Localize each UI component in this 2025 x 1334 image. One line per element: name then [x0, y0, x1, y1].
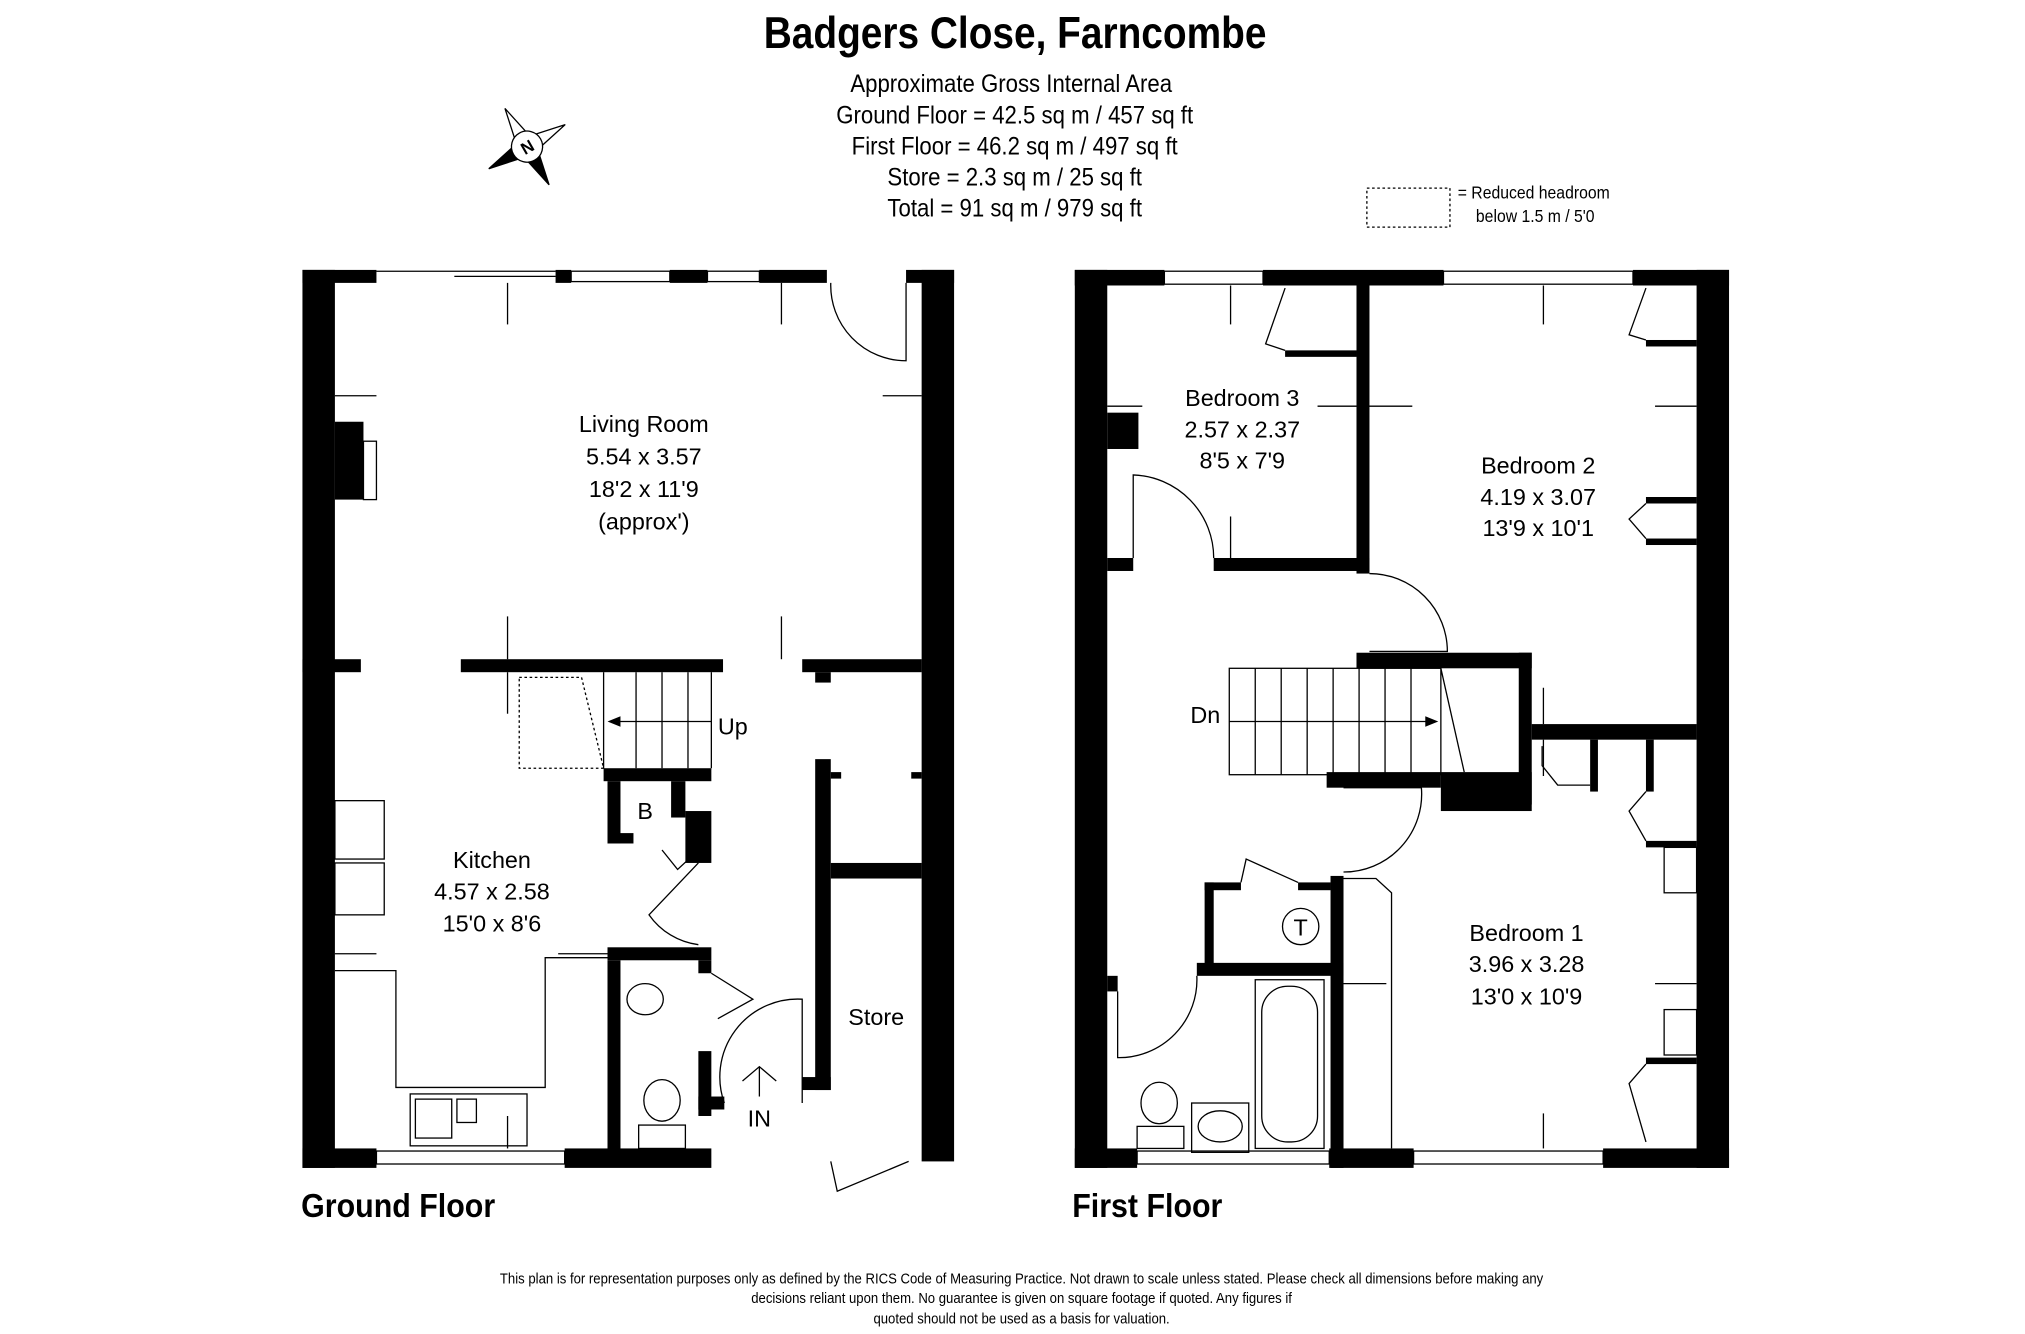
bedroom1-name: Bedroom 1 — [1469, 920, 1583, 946]
disclaimer-line-1: This plan is for representation purposes… — [500, 1270, 1543, 1287]
bedroom1-imperial: 13'0 x 10'9 — [1471, 983, 1583, 1009]
first-floor-label: First Floor — [1072, 1187, 1222, 1225]
ground-floor-plan: Up B IN Store — [302, 269, 955, 1193]
staircase-down: Dn — [1190, 667, 1465, 776]
legend-line-1: = Reduced headroom — [1458, 183, 1610, 203]
tank-label: T — [1294, 915, 1308, 941]
disclaimer: This plan is for representation purposes… — [500, 1270, 1543, 1327]
area-summary: Approximate Gross Internal Area Ground F… — [836, 70, 1193, 222]
living-room-note: (approx') — [598, 508, 689, 534]
living-room-metric: 5.54 x 3.57 — [586, 444, 702, 470]
disclaimer-line-2: decisions reliant upon them. No guarante… — [751, 1289, 1292, 1306]
legend-line-2: below 1.5 m / 5'0 — [1476, 206, 1595, 226]
bedroom1-metric: 3.96 x 3.28 — [1469, 951, 1585, 977]
staircase-up: Up — [518, 672, 748, 769]
bedroom3-name: Bedroom 3 — [1185, 385, 1299, 411]
bedroom2-name: Bedroom 2 — [1481, 453, 1595, 479]
boiler-label: B — [637, 798, 653, 824]
kitchen-imperial: 15'0 x 8'6 — [443, 911, 542, 937]
compass-rose-icon: N — [488, 107, 566, 186]
area-ground: Ground Floor = 42.5 sq m / 457 sq ft — [836, 101, 1193, 128]
bedroom3-imperial: 8'5 x 7'9 — [1199, 447, 1285, 473]
reduced-headroom-swatch — [1366, 187, 1451, 228]
kitchen-metric: 4.57 x 2.58 — [434, 878, 550, 904]
living-room-name: Living Room — [579, 411, 709, 437]
bedroom3-metric: 2.57 x 2.37 — [1184, 416, 1300, 442]
first-floor-plan: Dn T — [1074, 269, 1730, 1168]
bedroom2-imperial: 13'9 x 10'1 — [1482, 515, 1594, 541]
living-room-imperial: 18'2 x 11'9 — [589, 476, 699, 502]
stairs-down-label: Dn — [1190, 702, 1220, 728]
area-heading: Approximate Gross Internal Area — [850, 70, 1173, 97]
area-store: Store = 2.3 sq m / 25 sq ft — [887, 163, 1142, 190]
ground-floor-label: Ground Floor — [301, 1187, 495, 1225]
area-total: Total = 91 sq m / 979 sq ft — [887, 195, 1142, 222]
entrance-label: IN — [748, 1105, 771, 1131]
stairs-up-label: Up — [718, 713, 748, 739]
store-label: Store — [848, 1004, 904, 1030]
disclaimer-line-3: quoted should not be used as a basis for… — [873, 1310, 1169, 1327]
kitchen-name: Kitchen — [453, 847, 531, 873]
area-first: First Floor = 46.2 sq m / 497 sq ft — [852, 132, 1178, 159]
bedroom2-metric: 4.19 x 3.07 — [1480, 484, 1596, 510]
plan-title: Badgers Close, Farncombe — [764, 8, 1267, 58]
